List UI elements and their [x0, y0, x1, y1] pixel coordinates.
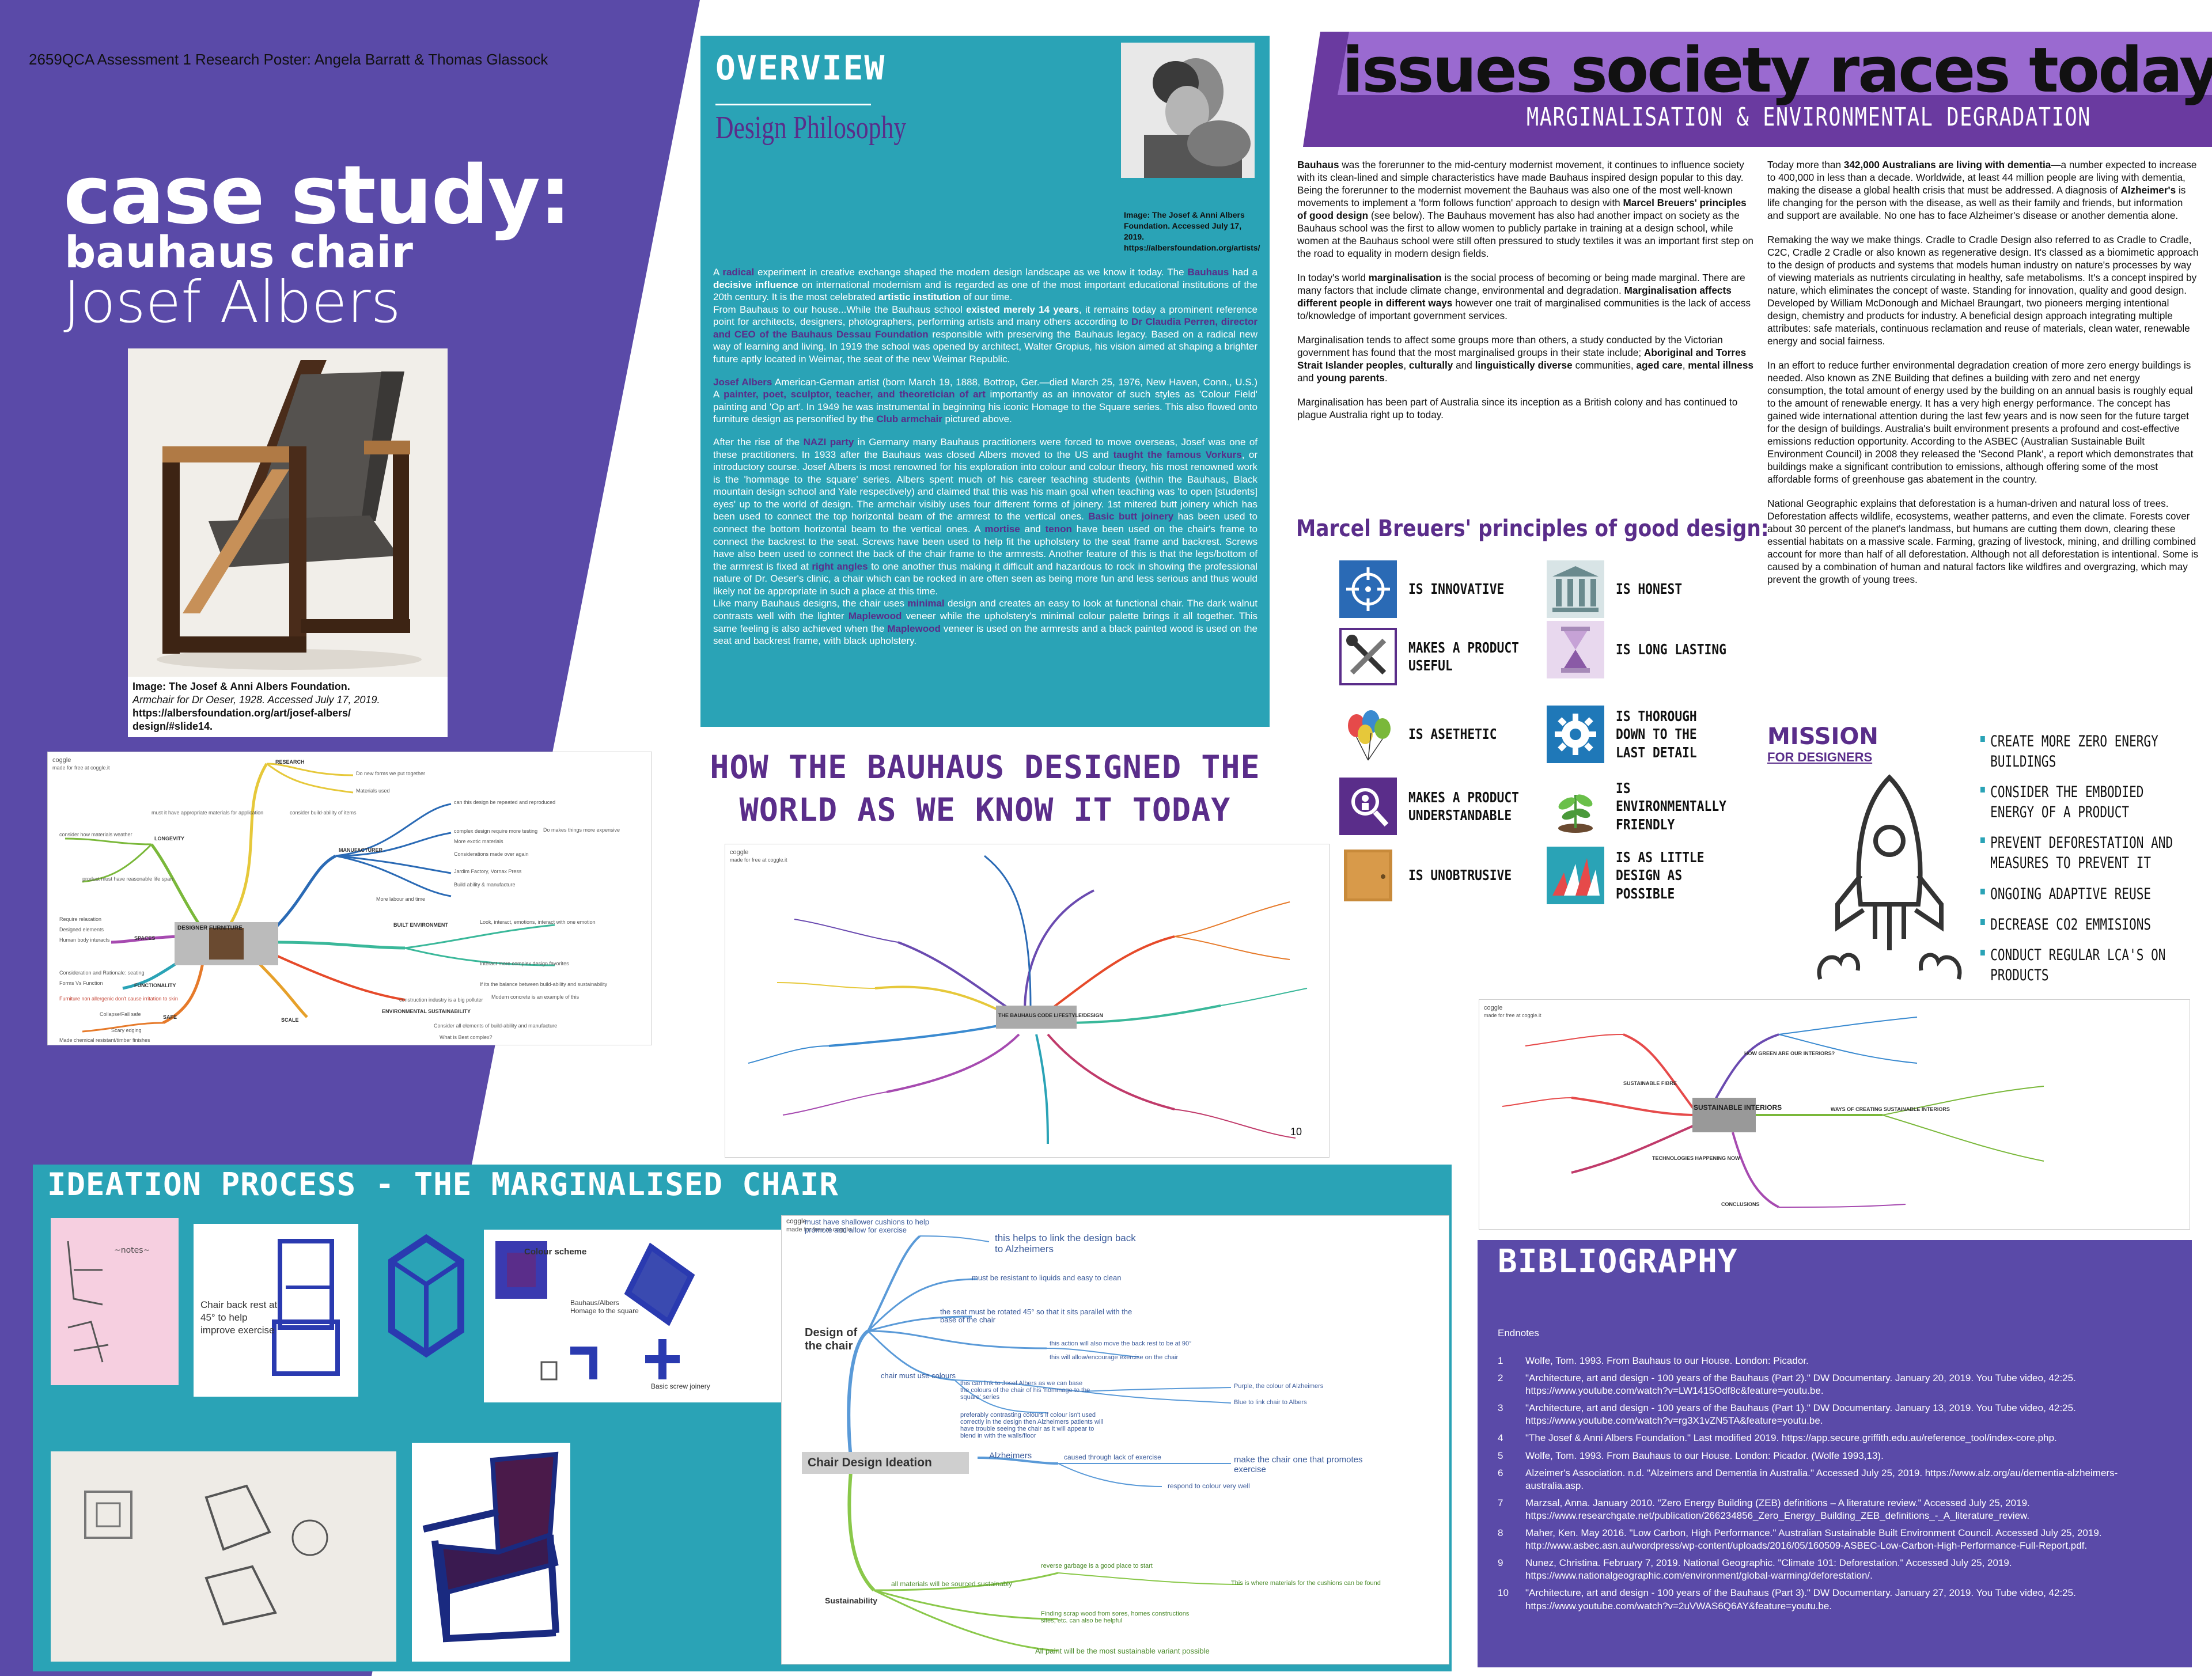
issues-banner-background	[1303, 32, 2212, 147]
svg-text:~notes~: ~notes~	[114, 1246, 150, 1255]
principle-unobtrusive: IS UNOBTRUSIVE	[1339, 847, 1541, 904]
mindmap-branches	[65, 763, 555, 1033]
overview-body-text: A radical experiment in creative exchang…	[713, 266, 1257, 658]
rocket-icon	[1809, 772, 1970, 991]
mission-subheading: FOR DESIGNERS	[1767, 750, 1873, 764]
mission-list: CREATE MORE ZERO ENERGY BUILDINGS CONSID…	[1980, 731, 2211, 996]
triangles-icon	[1547, 847, 1604, 904]
bibliography-entry: 4"The Josef & Anni Albers Foundation." L…	[1498, 1432, 2057, 1444]
mindmap-branches	[1502, 1017, 2044, 1208]
subject-heading: bauhaus chair	[65, 226, 413, 278]
gear-icon	[1547, 706, 1604, 763]
issues-subtitle: MARGINALISATION & ENVIRONMENTAL DEGRADAT…	[1527, 103, 2092, 132]
deforestation-paragraph: National Geographic explains that defore…	[1767, 498, 2199, 586]
mission-item: PREVENT DEFORESTATION AND MEASURES TO PR…	[1980, 833, 2192, 873]
tools-icon	[1339, 628, 1397, 685]
issues-right-column: Today more than 342,000 Australians are …	[1767, 158, 2199, 597]
overview-paragraph-2: Josef Albers American-German artist (bor…	[713, 376, 1257, 425]
designer-furniture-mindmap: coggle made for free at coggle.it DESIGN…	[47, 752, 652, 1045]
chair-design-ideation-mindmap: coggle made for free at coggle.it Chair …	[781, 1215, 1449, 1664]
cradle-to-cradle-paragraph: Remaking the way we make things. Cradle …	[1767, 234, 2199, 347]
principles-heading: Marcel Breuers' principles of good desig…	[1296, 515, 1769, 542]
door-icon	[1339, 847, 1397, 904]
zero-energy-paragraph: In an effort to reduce further environme…	[1767, 359, 2194, 486]
principle-aesthetic: IS ASETHETIC	[1339, 706, 1541, 763]
sketch-blue-chair-notes: Chair back rest at 45° to help improve e…	[194, 1224, 358, 1397]
design-philosophy-heading: Design Philosophy	[715, 110, 907, 146]
designer-name: Josef Albers	[63, 268, 401, 336]
endnotes-label: Endnotes	[1498, 1328, 1539, 1338]
principle-long-lasting: IS LONG LASTING	[1547, 621, 1748, 678]
sustainable-interiors-mindmap: coggle made for free at coggle.it SUSTAI…	[1479, 999, 2190, 1230]
marginalisation-paragraph: In today's world marginalisation is the …	[1297, 272, 1751, 322]
sketch-pencil-chairs	[51, 1451, 396, 1662]
mission-heading: MISSION	[1767, 723, 1878, 750]
balloons-icon	[1339, 706, 1397, 763]
overview-divider	[715, 104, 871, 105]
sketch-blue-isometric	[369, 1227, 484, 1359]
armchair-caption: Image: The Josef & Anni Albers Foundatio…	[128, 677, 448, 737]
principle-little-design: IS AS LITTLE DESIGN AS POSSIBLE	[1547, 847, 1748, 904]
ideation-heading: IDEATION PROCESS - THE MARGINALISED CHAI…	[47, 1166, 839, 1203]
sketch-pink-chair: ~notes~	[51, 1218, 179, 1385]
bibliography-entry: 2"Architecture, art and design - 100 yea…	[1498, 1372, 2076, 1397]
principle-useful: MAKES A PRODUCT USEFUL	[1339, 628, 1541, 685]
overview-panel: OVERVIEW Design Philosophy Image: The Jo…	[700, 36, 1270, 727]
mindmap-branches	[802, 1235, 1243, 1652]
principle-honest: IS HONEST	[1547, 560, 1748, 618]
mission-item: CREATE MORE ZERO ENERGY BUILDINGS	[1980, 731, 2192, 772]
marginalised-groups-paragraph: Marginalisation tends to affect some gro…	[1297, 334, 1753, 384]
case-study-heading: case study:	[63, 149, 571, 242]
principle-thorough: IS THOROUGH DOWN TO THE LAST DETAIL	[1547, 706, 1748, 763]
albers-portrait-illustration	[1121, 43, 1255, 178]
columns-icon	[1547, 560, 1604, 618]
crosshair-icon	[1339, 560, 1397, 618]
principle-innovative: IS INNOVATIVE	[1339, 560, 1541, 618]
armchair-illustration	[128, 348, 448, 677]
issues-title: issues society races today	[1342, 35, 2212, 107]
mindmap-branches	[748, 855, 1308, 1144]
bibliography-panel	[1478, 1240, 2192, 1667]
albers-photo-caption: Image: The Josef & Anni Albers Foundatio…	[1124, 210, 1260, 252]
principle-understandable: MAKES A PRODUCT UNDERSTANDABLE	[1339, 778, 1541, 835]
mission-item: DECREASE CO2 EMMISIONS	[1980, 915, 2192, 935]
issues-left-column: Bauhaus was the forerunner to the mid-ce…	[1297, 158, 1758, 433]
armchair-photo	[128, 348, 448, 677]
sketch-dark-armchair	[412, 1443, 570, 1662]
albers-portrait-photo	[1121, 43, 1255, 178]
hourglass-icon	[1547, 621, 1604, 678]
mission-item: CONDUCT REGULAR LCA'S ON PRODUCTS	[1980, 945, 2192, 985]
plant-icon	[1547, 778, 1604, 835]
bauhaus-influence-paragraph: Bauhaus was the forerunner to the mid-ce…	[1297, 159, 1753, 260]
page-number: 10	[1290, 1126, 1302, 1137]
bibliography-entry: 3"Architecture, art and design - 100 yea…	[1498, 1402, 2076, 1427]
bibliography-entry: 10"Architecture, art and design - 100 ye…	[1498, 1587, 2076, 1611]
dementia-paragraph: Today more than 342,000 Australians are …	[1767, 159, 2197, 222]
sketch-colour-scheme: Colour scheme Bauhaus/Albers Homage to t…	[484, 1230, 783, 1402]
how-bauhaus-heading: HOW THE BAUHAUS DESIGNED THE WORLD AS WE…	[710, 749, 1260, 829]
overview-paragraph-3: After the rise of the NAZI party in Germ…	[713, 436, 1258, 647]
mission-item: ONGOING ADAPTIVE REUSE	[1980, 884, 2192, 904]
overview-title: OVERVIEW	[715, 48, 886, 88]
overview-paragraph-1: A radical experiment in creative exchang…	[713, 267, 1258, 365]
principle-environmentally-friendly: IS ENVIRONMENTALLY FRIENDLY	[1547, 778, 1748, 835]
marginalisation-history-paragraph: Marginalisation has been part of Austral…	[1297, 396, 1738, 421]
magnifier-icon	[1339, 778, 1397, 835]
bauhaus-code-mindmap: coggle made for free at coggle.it THE BA…	[725, 844, 1330, 1158]
poster-identifier: 2659QCA Assessment 1 Research Poster: An…	[29, 51, 548, 68]
mission-item: CONSIDER THE EMBODIED ENERGY OF A PRODUC…	[1980, 782, 2192, 822]
bibliography-heading: BIBLIOGRAPHY	[1498, 1243, 1738, 1280]
